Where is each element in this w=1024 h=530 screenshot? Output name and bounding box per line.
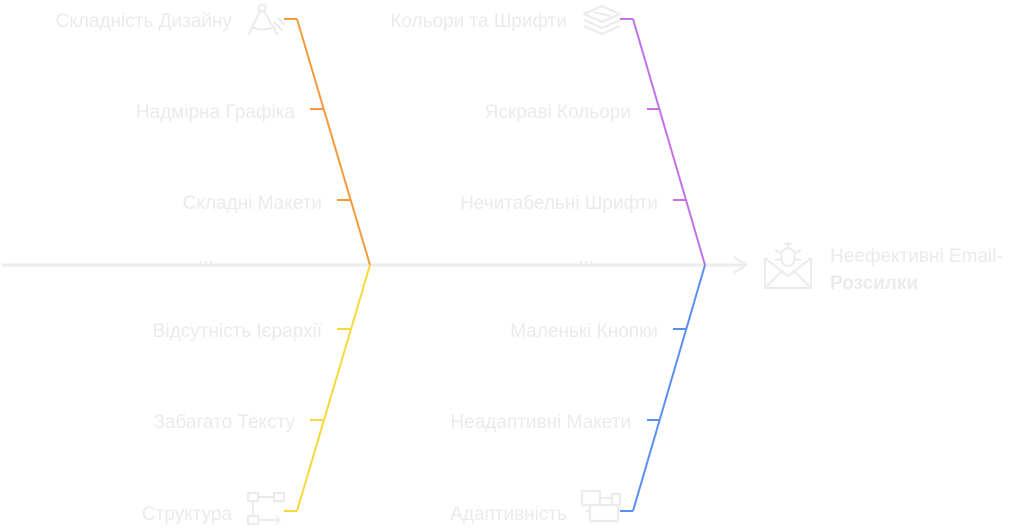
branch-structure [284,264,371,512]
cause-label: Неадаптивні Макети [450,412,631,433]
branch-colors [620,18,706,266]
hierarchy-icon [246,491,286,526]
layers-icon [582,4,622,36]
cause-label: Складні Макети [182,193,322,214]
spine-arrowhead [733,255,749,275]
cause-label: Нечитабельні Шрифти [460,193,658,214]
category-title-adaptive: Адаптивність [450,504,567,525]
branch-line [632,18,706,266]
category-title-structure: Структура [141,504,232,525]
cause-label: Надмірна Графіка [135,102,295,123]
category-title-colors: Кольори та Шрифти [390,11,567,32]
cause-label: Яскраві Кольори [484,102,631,123]
category-title-design: Складність Дизайну [55,11,232,32]
effect-label: Неефективні Email- Розсилки [830,243,1020,297]
cause-label: Відсутність Ієрархії [152,321,322,342]
effect-line-1: Неефективні Email- [830,246,1003,267]
branch-design [284,18,371,266]
devices-icon [580,489,622,523]
branch-line [296,18,371,266]
envelope-bug-icon [763,242,813,290]
compass-icon [247,3,286,36]
branch-line [632,264,706,512]
branch-line [296,264,371,512]
cause-label: Маленькі Кнопки [510,321,658,342]
effect-line-2: Розсилки [830,273,919,294]
cause-label: Забагато Тексту [153,412,295,433]
branch-adaptive [620,264,706,512]
